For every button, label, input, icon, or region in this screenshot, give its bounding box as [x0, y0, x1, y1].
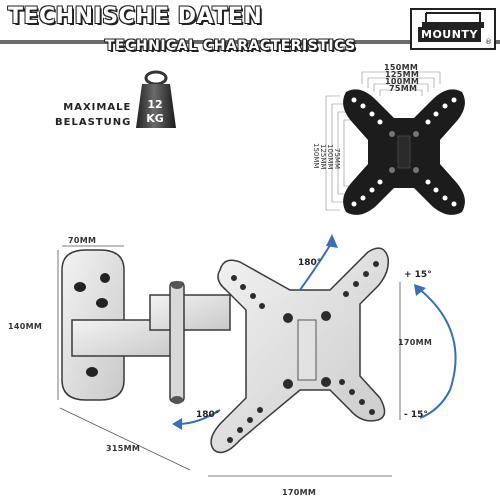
- page-subtitle: TECHNICAL CHARACTERISTICS: [105, 38, 356, 54]
- weight-value: 12 KG: [143, 98, 167, 126]
- plate-width-label: 70MM: [68, 236, 97, 245]
- vesa-top-75: 75MM: [389, 84, 418, 93]
- tilt-arrow: [417, 287, 457, 419]
- swivel-bottom-label: 180°: [196, 410, 220, 420]
- bracket-height-label: 170MM: [398, 338, 433, 347]
- weight-icon: [136, 70, 176, 128]
- title-underline: [0, 40, 500, 44]
- logo-text: MOUNTY: [418, 27, 481, 42]
- logo-hook-icon: [422, 12, 484, 28]
- arm-segment-2: [149, 294, 231, 331]
- page-title: TECHNISCHE DATEN: [8, 4, 263, 29]
- weight-unit: KG: [146, 112, 164, 125]
- vesa-top-150: 150MM: [384, 63, 419, 72]
- weight-number: 12: [147, 98, 163, 111]
- logo-registered-mark: ®: [485, 38, 492, 46]
- vesa-top-100: 100MM: [385, 77, 420, 86]
- brand-logo: MOUNTY ®: [410, 8, 496, 50]
- arm-joint: [169, 281, 185, 403]
- bracket-width-label: 170MM: [282, 488, 317, 497]
- swivel-top-label: 180°: [298, 258, 322, 268]
- max-load-label: MAXIMALE BELASTUNG: [55, 100, 131, 130]
- vesa-top-125: 125MM: [385, 70, 420, 79]
- plate-height-label: 140MM: [8, 322, 43, 331]
- max-load-label-line2: BELASTUNG: [55, 117, 132, 128]
- tilt-down-label: - 15°: [404, 410, 428, 420]
- tilt-up-label: + 15°: [404, 270, 432, 280]
- max-load-label-line1: MAXIMALE: [63, 102, 132, 113]
- arm-length-label: 315MM: [106, 444, 141, 453]
- vesa-diagram: [325, 71, 465, 215]
